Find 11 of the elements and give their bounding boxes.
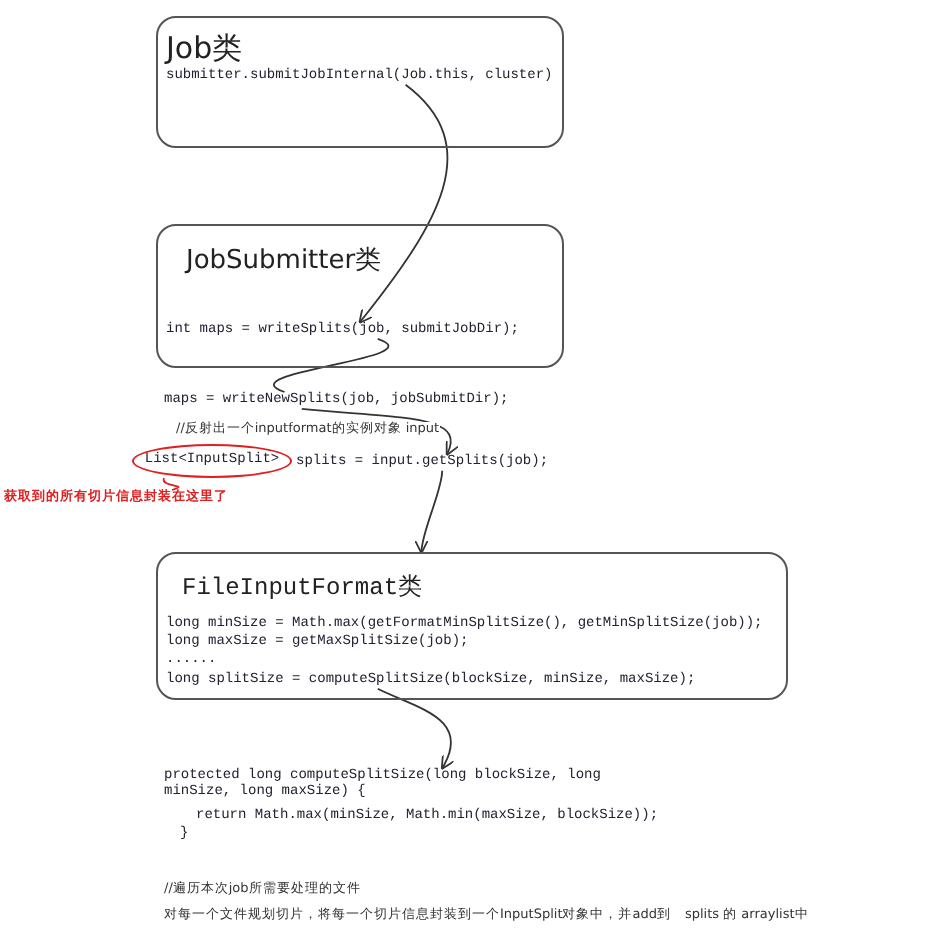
- class-box: [156, 16, 564, 148]
- class-title: Job类: [166, 30, 243, 66]
- arrow: [415, 469, 444, 555]
- class-box: [156, 552, 788, 700]
- class-title: JobSubmitter类: [186, 246, 382, 278]
- class-box: [156, 224, 564, 368]
- arrow: [358, 83, 449, 324]
- arrow: [376, 687, 454, 770]
- leader-line: [162, 477, 180, 491]
- class-title: FileInputFormat类: [182, 574, 423, 603]
- arrow: [300, 407, 458, 457]
